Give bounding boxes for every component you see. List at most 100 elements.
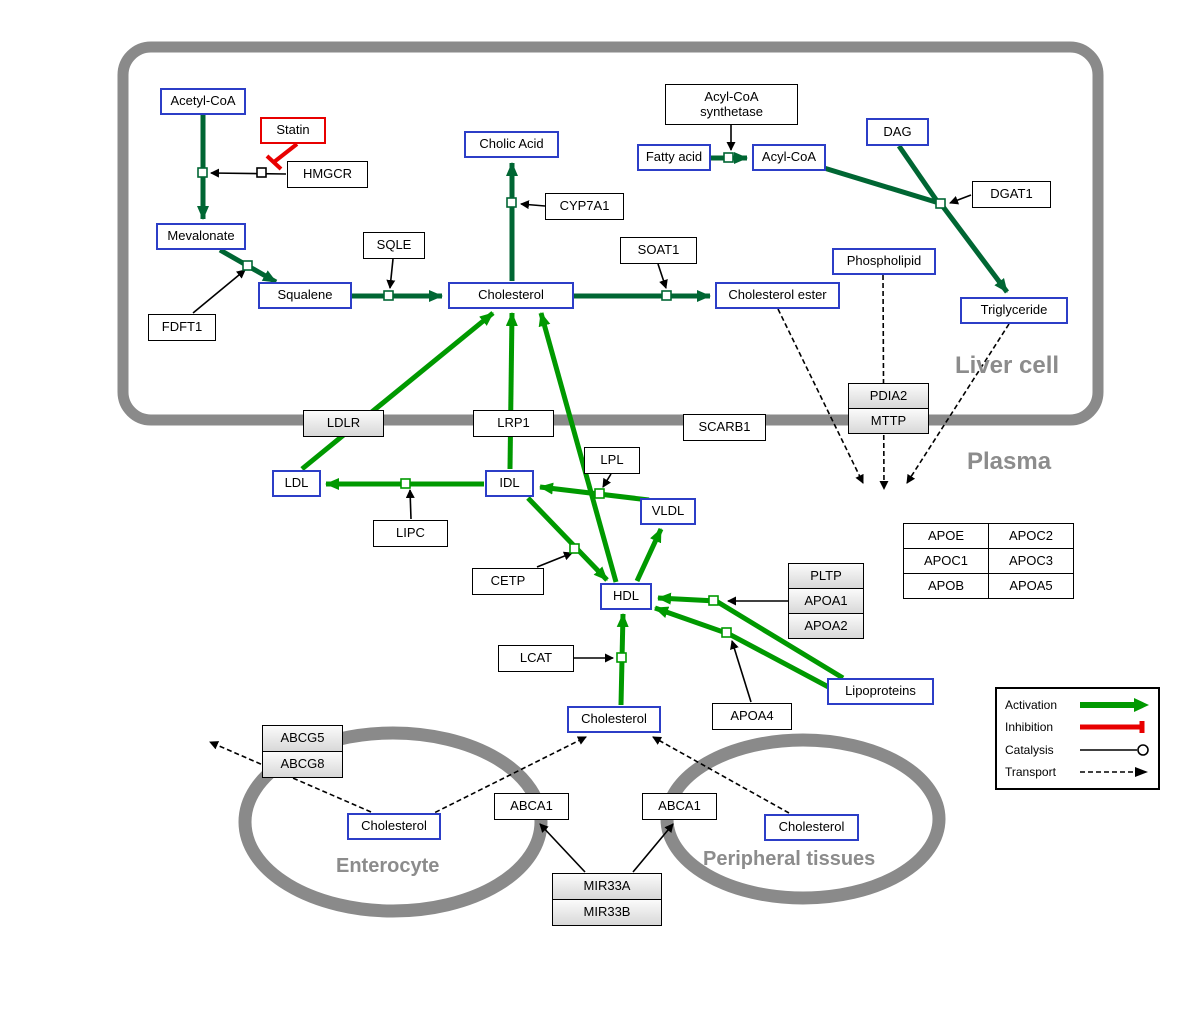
edge-cetp-catalysis [536,551,573,568]
membranes [117,41,1104,918]
node-lpl[interactable]: LPL [584,447,640,474]
edge-hdl-vldl [634,527,664,583]
reaction-node [721,627,732,638]
catalysis-circle-icon [1080,743,1149,756]
activation-arrow-icon [1080,698,1149,713]
reaction-node [400,478,411,489]
legend-row-inhibition: Inhibition [1005,719,1150,735]
node-apoa2[interactable]: APOA2 [788,613,864,639]
edge-hdl-cholesterol [538,312,619,583]
node-mir33a[interactable]: MIR33A [552,873,662,900]
node-idl[interactable]: IDL [485,470,534,497]
node-ldl[interactable]: LDL [272,470,321,497]
edge-mir33-abca1-right [632,823,674,873]
node-cholesterol-liver[interactable]: Cholesterol [448,282,574,309]
reaction-node [383,290,394,301]
node-hdl[interactable]: HDL [600,583,652,610]
node-cholic-acid[interactable]: Cholic Acid [464,131,559,158]
edge-statin-inhibition [272,142,299,164]
edge-enterocyte-abca1-transport [427,736,587,817]
catalysis-anchor-node [256,167,267,178]
node-mttp[interactable]: MTTP [848,408,929,434]
node-cetp[interactable]: CETP [472,568,544,595]
node-mir33b[interactable]: MIR33B [552,899,662,926]
node-lrp1[interactable]: LRP1 [473,410,554,437]
node-ldlr[interactable]: LDLR [303,410,384,437]
edge-acylcoa-dgat1node [823,165,940,206]
legend-catalysis-label: Catalysis [1005,742,1054,757]
node-apoc1[interactable]: APOC1 [903,548,989,574]
node-apoa5[interactable]: APOA5 [988,573,1074,599]
edge-hmgcr-catalysis [210,168,287,178]
node-apoc2[interactable]: APOC2 [988,523,1074,549]
node-hmgcr[interactable]: HMGCR [287,161,368,188]
edge-apoa4-catalysis [730,640,752,703]
node-cholesterol-peripheral[interactable]: Cholesterol [764,814,859,841]
edge-cholesterolester-secretion [777,308,864,484]
node-lcat[interactable]: LCAT [498,645,574,672]
node-statin[interactable]: Statin [260,117,326,144]
node-fdft1[interactable]: FDFT1 [148,314,216,341]
legend-transport-label: Transport [1005,764,1056,779]
edge-statin-inhibition-bar [265,154,283,171]
node-vldl[interactable]: VLDL [640,498,696,525]
node-acyl-coa-synthetase[interactable]: Acyl-CoA synthetase [665,84,798,125]
node-fatty-acid[interactable]: Fatty acid [637,144,711,171]
edge-soat1-catalysis [657,263,668,289]
node-phospholipid[interactable]: Phospholipid [832,248,936,275]
edge-phospholipid-secretion [879,274,889,490]
node-soat1[interactable]: SOAT1 [620,237,697,264]
node-mevalonate[interactable]: Mevalonate [156,223,246,250]
node-pltp[interactable]: PLTP [788,563,864,589]
legend-inhibition-label: Inhibition [1005,720,1054,735]
node-acyl-coa[interactable]: Acyl-CoA [752,144,826,171]
reaction-node [935,198,946,209]
liver-cell-membrane [117,41,1104,426]
node-cholesterol-enterocyte[interactable]: Cholesterol [347,813,441,840]
node-apob[interactable]: APOB [903,573,989,599]
inhibition-tbar-icon [1080,721,1145,734]
node-apoe[interactable]: APOE [903,523,989,549]
edge-mir33-abca1-left [539,823,586,873]
node-triglyceride[interactable]: Triglyceride [960,297,1068,324]
node-abca1-left[interactable]: ABCA1 [494,793,569,820]
node-apoa1[interactable]: APOA1 [788,588,864,614]
node-cholesterol-ester[interactable]: Cholesterol ester [715,282,840,309]
transport-dashed-arrow-icon [1080,766,1148,777]
edge-cyp7a1-catalysis [520,200,546,210]
edge-enterocyte-abcg-efflux [209,741,372,813]
edge-lpl-catalysis [602,473,612,488]
node-abcg8[interactable]: ABCG8 [262,751,343,778]
reaction-node [594,488,605,499]
edge-ldl-cholesterol-via-ldlr [300,311,495,471]
reaction-node [708,595,719,606]
node-lipc[interactable]: LIPC [373,520,448,547]
reaction-node [723,152,734,163]
edge-fdft1-catalysis [192,269,246,314]
node-acetyl-coa[interactable]: Acetyl-CoA [160,88,246,115]
node-scarb1[interactable]: SCARB1 [683,414,766,441]
node-abca1-right[interactable]: ABCA1 [642,793,717,820]
node-cholesterol-plasma[interactable]: Cholesterol [567,706,661,733]
node-pdia2[interactable]: PDIA2 [848,383,929,409]
edge-sqle-catalysis [386,258,396,289]
node-abcg5[interactable]: ABCG5 [262,725,343,752]
node-dgat1[interactable]: DGAT1 [972,181,1051,208]
node-apoa4[interactable]: APOA4 [712,703,792,730]
legend-row-catalysis: Catalysis [1005,742,1150,758]
node-dag[interactable]: DAG [866,118,929,146]
peripheral-tissues-label: Peripheral tissues [703,848,876,870]
node-cyp7a1[interactable]: CYP7A1 [545,193,624,220]
edge-peripheral-abca1-transport [652,736,790,814]
edge-dag-dgat1node [896,144,940,203]
node-apoc3[interactable]: APOC3 [988,548,1074,574]
node-squalene[interactable]: Squalene [258,282,352,309]
enterocyte-label: Enterocyte [336,855,440,877]
node-lipoproteins[interactable]: Lipoproteins [827,678,934,705]
reaction-node [661,290,672,301]
node-sqle[interactable]: SQLE [363,232,425,259]
reaction-nodes [197,152,946,663]
legend-activation-label: Activation [1005,698,1058,713]
